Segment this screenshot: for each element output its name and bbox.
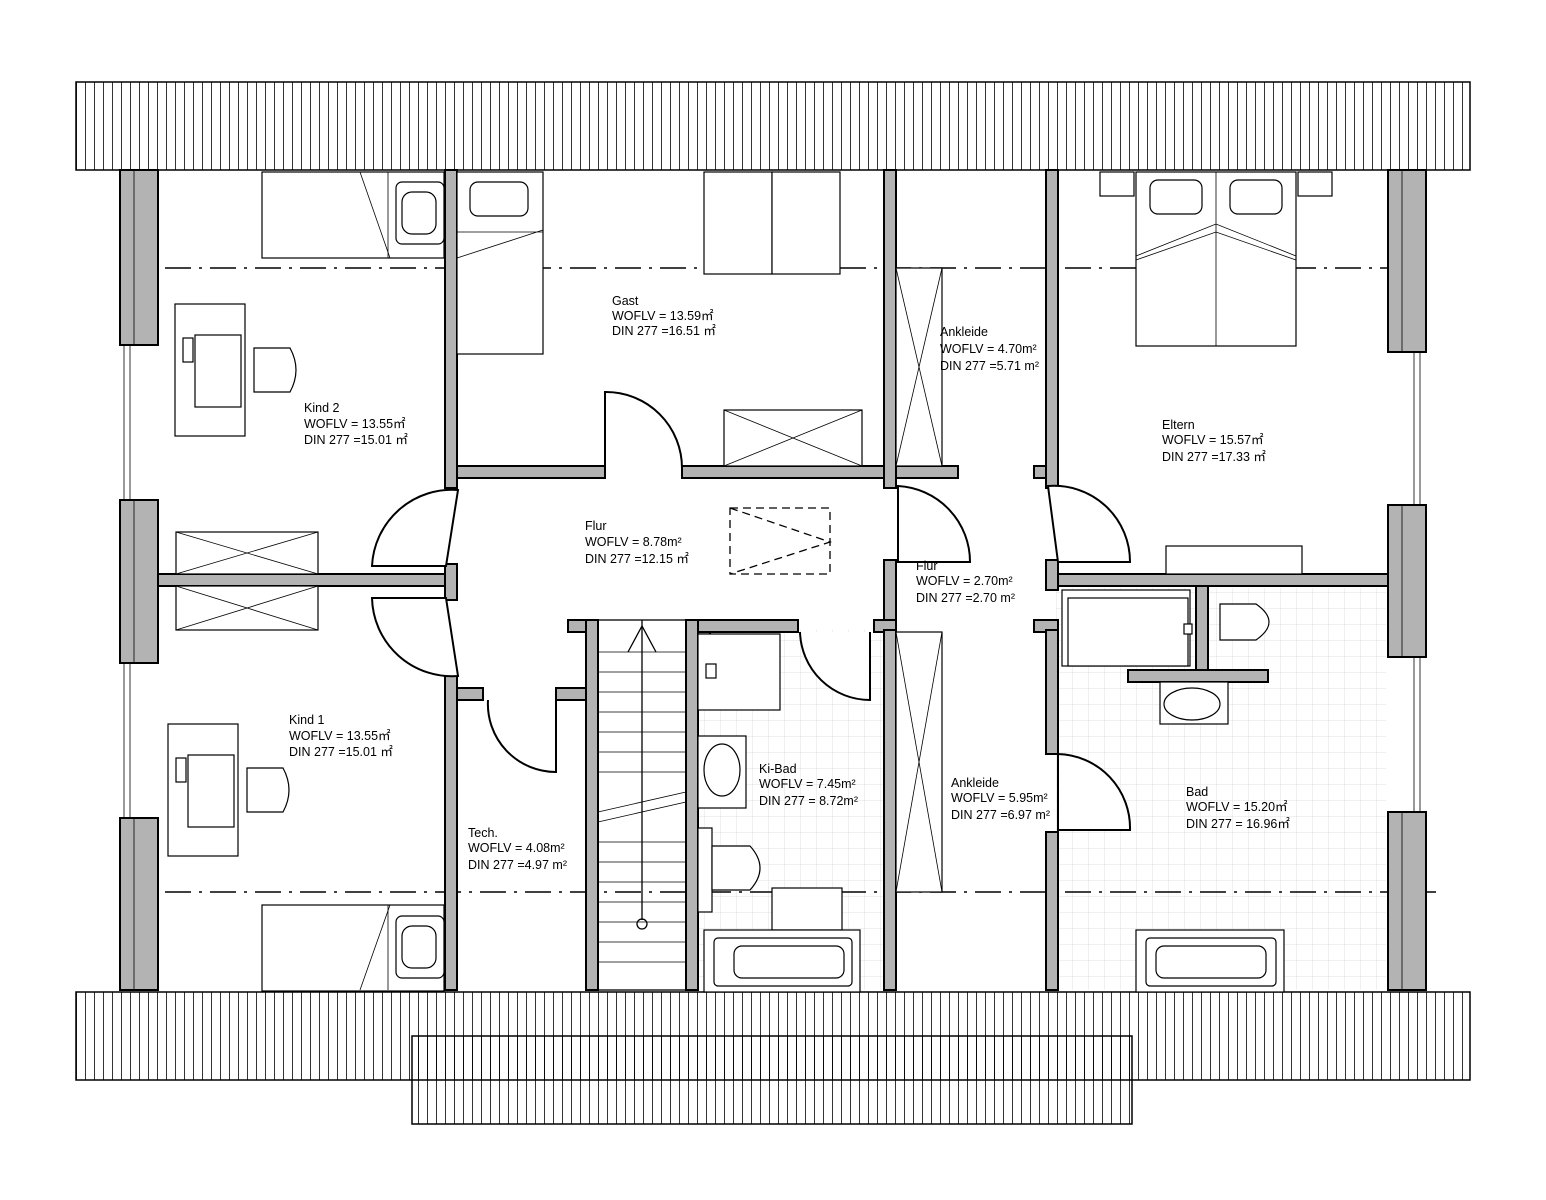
outer-thin-walls <box>123 345 1421 818</box>
room-din: DIN 277 =5.71 m² <box>940 359 1039 373</box>
room-name: Eltern <box>1162 418 1195 432</box>
room-wofl: WOFLV = 7.45m² <box>759 777 856 791</box>
room-name: Gast <box>612 294 639 308</box>
room-wofl: WOFLV = 13.59㎡ <box>612 309 714 323</box>
kind2-furniture <box>174 171 445 437</box>
room-din: DIN 277 =16.51 ㎡ <box>612 324 716 338</box>
staircase <box>597 619 687 991</box>
room-wofl: WOFLV = 13.55㎡ <box>289 729 391 743</box>
bad-fixtures <box>1061 589 1285 993</box>
room-label-flur: Flur WOFLV = 8.78m² DIN 277 =12.15 ㎡ <box>585 519 689 566</box>
eltern-furniture <box>1099 171 1333 575</box>
room-din: DIN 277 =17.33 ㎡ <box>1162 450 1266 464</box>
room-wofl: WOFLV = 4.08m² <box>468 841 565 855</box>
room-wofl: WOFLV = 2.70m² <box>916 574 1013 588</box>
room-name: Tech. <box>468 826 498 840</box>
room-label-kind2: Kind 2 WOFLV = 13.55㎡ DIN 277 =15.01 ㎡ <box>304 401 408 447</box>
room-name: Flur <box>916 559 938 573</box>
room-wofl: WOFLV = 15.20㎡ <box>1186 800 1288 814</box>
outer-wall-piers <box>119 169 1427 991</box>
gast-furniture <box>456 171 841 355</box>
room-din: DIN 277 =15.01 ㎡ <box>304 433 408 447</box>
room-label-kibad: Ki-Bad WOFLV = 7.45m² DIN 277 = 8.72m² <box>759 762 858 808</box>
room-din: DIN 277 = 16.96㎡ <box>1186 817 1290 831</box>
room-wofl: WOFLV = 5.95m² <box>951 791 1048 805</box>
kibad-fixtures <box>697 633 861 993</box>
dormer-roof <box>411 1035 1133 1125</box>
room-name: Ki-Bad <box>759 762 797 776</box>
flur-skylight <box>729 507 833 575</box>
room-din: DIN 277 =6.97 m² <box>951 808 1050 822</box>
room-wofl: WOFLV = 13.55㎡ <box>304 417 406 431</box>
room-name: Flur <box>585 519 607 533</box>
room-din: DIN 277 =15.01 ㎡ <box>289 745 393 759</box>
room-din: DIN 277 = 8.72m² <box>759 794 858 808</box>
room-name: Kind 1 <box>289 713 324 727</box>
room-label-eltern: Eltern WOFLV = 15.57㎡ DIN 277 =17.33 ㎡ <box>1162 418 1266 464</box>
room-name: Ankleide <box>940 325 988 339</box>
wardrobes <box>175 267 943 893</box>
kind1-furniture <box>167 723 445 992</box>
room-name: Kind 2 <box>304 401 339 415</box>
room-din: DIN 277 =12.15 ㎡ <box>585 552 689 566</box>
roof-top <box>75 81 1471 171</box>
doors <box>370 390 1132 831</box>
room-wofl: WOFLV = 4.70m² <box>940 342 1037 356</box>
room-wofl: WOFLV = 8.78m² <box>585 535 682 549</box>
room-label-flur-small: Flur WOFLV = 2.70m² DIN 277 =2.70 m² <box>916 559 1015 605</box>
room-label-ankleide-bottom: Ankleide WOFLV = 5.95m² DIN 277 =6.97 m² <box>951 776 1050 822</box>
room-name: Bad <box>1186 785 1208 799</box>
room-label-gast: Gast WOFLV = 13.59㎡ DIN 277 =16.51 ㎡ <box>612 294 716 338</box>
room-din: DIN 277 =4.97 m² <box>468 858 567 872</box>
room-label-tech: Tech. WOFLV = 4.08m² DIN 277 =4.97 m² <box>468 826 567 872</box>
room-label-ankleide-top: Ankleide WOFLV = 4.70m² DIN 277 =5.71 m² <box>940 325 1039 373</box>
room-label-kind1: Kind 1 WOFLV = 13.55㎡ DIN 277 =15.01 ㎡ <box>289 713 393 759</box>
room-label-bad: Bad WOFLV = 15.20㎡ DIN 277 = 16.96㎡ <box>1186 785 1290 831</box>
room-wofl: WOFLV = 15.57㎡ <box>1162 433 1264 447</box>
room-din: DIN 277 =2.70 m² <box>916 591 1015 605</box>
room-name: Ankleide <box>951 776 999 790</box>
